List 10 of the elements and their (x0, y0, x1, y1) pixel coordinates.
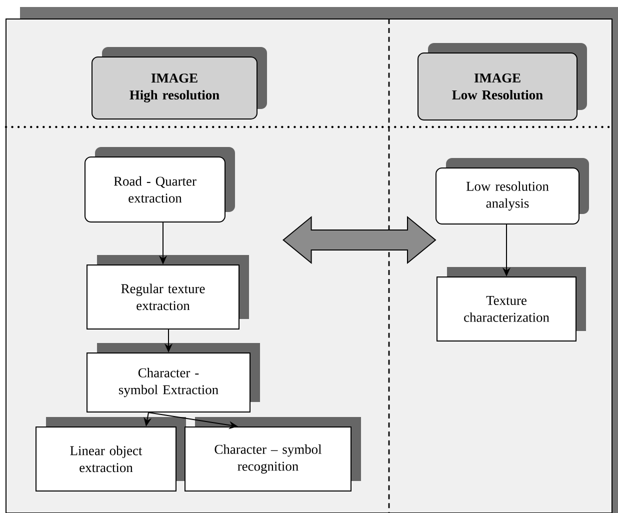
heading-box: IMAGE High resolution (92, 47, 267, 120)
process-box: Low resolution analysis (436, 158, 589, 224)
heading-box: IMAGE Low Resolution (418, 43, 587, 120)
process-box: Character - symbol Extraction (86, 343, 260, 412)
process-box: Character – symbol recognition (184, 417, 361, 492)
double-arrow (282, 216, 436, 264)
process-box: Linear object extraction (36, 417, 186, 492)
process-box: Texture characterization (436, 267, 586, 342)
process-box: Road - Quarter extraction (84, 147, 235, 222)
process-box: Regular texture extraction (86, 255, 249, 330)
